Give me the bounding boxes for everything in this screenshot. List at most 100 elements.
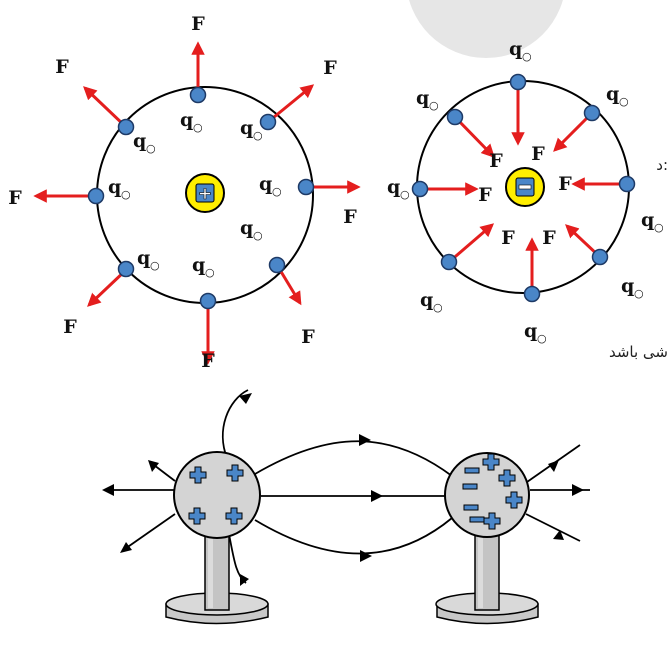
positive-charge-diagram: + F F F F F F F F q○ q○ q○ q○ q○ q○ q○ q… [8, 13, 361, 372]
test-charge-dot [509, 73, 527, 91]
svg-text:q: q [137, 247, 150, 269]
q-label: q○ [416, 87, 439, 112]
q-label: q○ [192, 254, 215, 279]
left-conductor-sphere [173, 451, 261, 539]
q-label: q○ [420, 289, 443, 314]
force-label: F [489, 150, 503, 172]
svg-text:○: ○ [253, 229, 263, 242]
minus-charge [464, 467, 480, 474]
test-charge-dot [583, 104, 601, 122]
svg-text:q: q [621, 275, 634, 297]
field-arrowhead [359, 434, 371, 446]
test-charge-dot [189, 86, 207, 104]
test-charge-dot [259, 113, 277, 131]
field-line-left-lower [121, 513, 176, 552]
svg-text:○: ○ [121, 188, 131, 201]
field-arrowhead [148, 460, 159, 472]
plus-badge-box [195, 183, 215, 203]
field-arrowhead [371, 490, 383, 502]
field-line-left-bottom [228, 533, 247, 584]
test-charge-dot [591, 248, 609, 266]
field-line-right-lower [525, 513, 581, 542]
svg-text:q: q [108, 176, 121, 198]
force-arrow-inward [453, 115, 495, 158]
svg-text:○: ○ [400, 188, 410, 201]
q-label: q○ [259, 173, 282, 198]
q-label: q○ [509, 38, 532, 63]
force-label: F [323, 57, 337, 79]
svg-text:○: ○ [193, 121, 203, 134]
test-charge-dot [87, 187, 105, 205]
svg-text:○: ○ [654, 221, 664, 234]
svg-text:q: q [509, 38, 522, 60]
svg-text:q: q [641, 209, 654, 231]
test-charge-dot [268, 256, 286, 274]
q-label: q○ [108, 176, 131, 201]
force-label: F [542, 227, 556, 249]
force-arrow-inward [448, 223, 495, 264]
field-arrowhead [360, 550, 372, 562]
background-watermark-circle [409, 0, 563, 58]
field-line-left-top [222, 389, 249, 459]
svg-text:q: q [524, 320, 537, 342]
q-label: q○ [621, 275, 644, 300]
svg-text:○: ○ [537, 332, 547, 345]
svg-text:q: q [387, 176, 400, 198]
force-label: F [55, 56, 69, 78]
plus-sign: + [198, 184, 212, 204]
test-charge-dot [440, 253, 458, 271]
svg-text:○: ○ [433, 301, 443, 314]
force-label: F [301, 326, 315, 348]
field-arrowhead [553, 530, 564, 540]
q-label: q○ [387, 176, 410, 201]
svg-text:○: ○ [205, 266, 215, 279]
test-charge-dot [199, 292, 217, 310]
field-arrowhead [572, 484, 584, 496]
field-arrowhead [102, 484, 114, 496]
svg-text:q: q [240, 217, 253, 239]
force-label: F [343, 206, 357, 228]
q-label: q○ [133, 130, 156, 155]
force-arrow-top-left [83, 86, 128, 129]
force-label: F [558, 173, 572, 195]
q-label: q○ [240, 217, 263, 242]
left-charges [188, 464, 244, 525]
svg-text:q: q [180, 109, 193, 131]
test-charge-dot [117, 118, 135, 136]
test-charge-dot [411, 180, 429, 198]
q-label: q○ [137, 247, 160, 272]
test-charge-dot [618, 175, 636, 193]
field-arrowhead [240, 574, 249, 586]
minus-sign [518, 184, 532, 190]
force-arrow-bottom-left [87, 268, 128, 307]
svg-text:q: q [416, 87, 429, 109]
force-label: F [531, 143, 545, 165]
conductors-diagram [102, 389, 590, 625]
minus-charge [463, 504, 479, 511]
field-arrowhead [548, 460, 559, 472]
svg-text:○: ○ [272, 185, 282, 198]
svg-text:q: q [192, 254, 205, 276]
svg-text:○: ○ [619, 95, 629, 108]
q-label: q○ [606, 83, 629, 108]
svg-text:q: q [259, 173, 272, 195]
force-label: F [201, 350, 215, 372]
test-charge-dot [117, 260, 135, 278]
svg-text:q: q [133, 130, 146, 152]
right-charges [462, 453, 523, 530]
svg-text:○: ○ [253, 129, 263, 142]
svg-text:○: ○ [522, 50, 532, 63]
q-label: q○ [180, 109, 203, 134]
test-charge-dot [523, 285, 541, 303]
field-arrowhead [120, 542, 132, 553]
force-label: F [478, 184, 492, 206]
minus-charge [462, 483, 478, 490]
force-label: F [191, 13, 205, 35]
q-label: q○ [240, 117, 263, 142]
test-charge-dot [297, 178, 315, 196]
svg-text:q: q [240, 117, 253, 139]
svg-text:○: ○ [429, 99, 439, 112]
force-arrow-top-right [267, 84, 315, 124]
field-line-lower [254, 517, 453, 555]
